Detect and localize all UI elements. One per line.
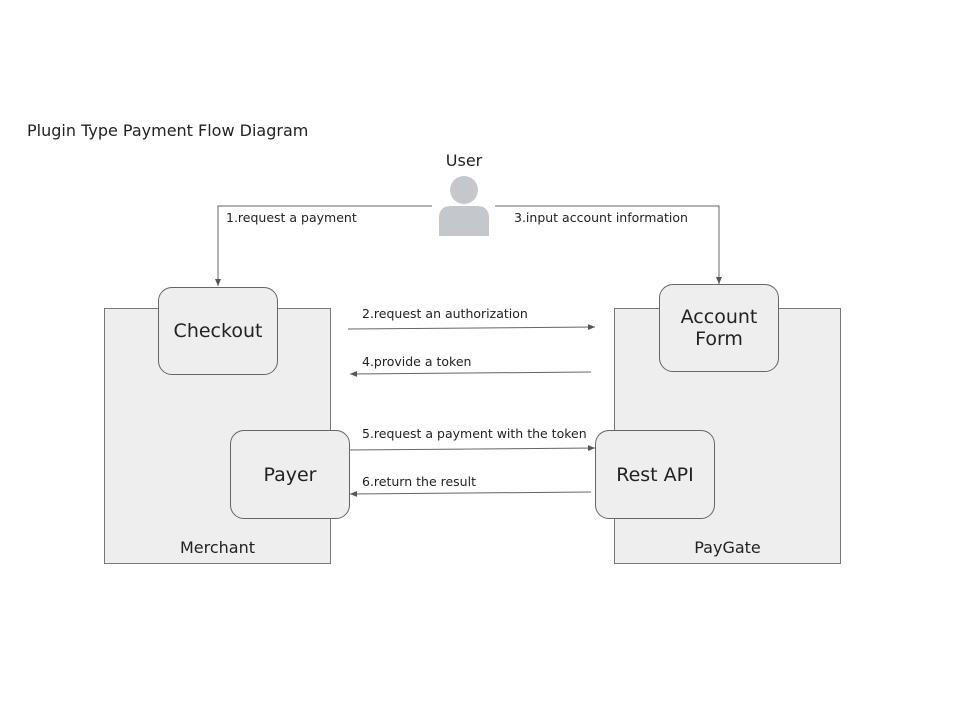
edge-3-line [495,205,722,284]
rest-api-label: Rest API [616,463,694,486]
user-label: User [445,151,483,170]
payer-label: Payer [263,463,317,486]
diagram-title: Plugin Type Payment Flow Diagram [27,121,309,140]
edge-4-label: 4.provide a token [362,354,472,369]
edge-2-label: 2.request an authorization [362,306,528,321]
edge-1-line [215,205,432,286]
user-icon [439,176,489,236]
checkout-label: Checkout [173,320,263,342]
edge-5-label: 5.request a payment with the token [362,426,587,441]
account-form-label: Account Form [680,306,758,350]
rest-api-node: Rest API [595,430,715,519]
edge-1-label: 1.request a payment [226,210,357,225]
edge-6-line [349,490,592,497]
merchant-label: Merchant [179,538,256,557]
payer-node: Payer [230,430,350,519]
paygate-label: PayGate [694,538,761,557]
checkout-node: Checkout [158,287,278,375]
account-form-node: Account Form [659,284,779,372]
edge-2-line [347,324,596,331]
edge-6-label: 6.return the result [362,474,476,489]
edge-5-line [347,445,596,452]
edge-3-label: 3.input account information [514,210,688,225]
edge-4-line [349,370,592,377]
